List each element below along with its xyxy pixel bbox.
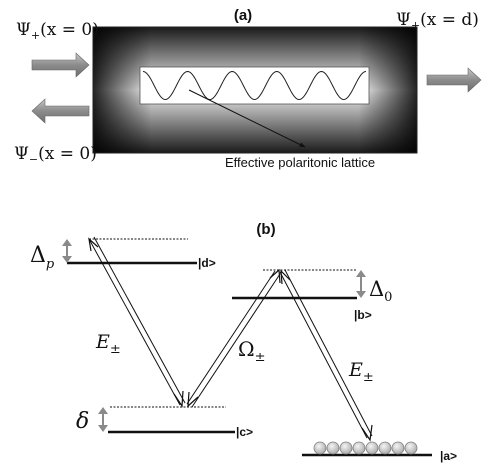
lattice-label: Effective polaritonic lattice [225,155,375,170]
transition-b-a-arrow [279,269,373,442]
delta-p-label: Δp [30,243,55,272]
delta-small-arrow [98,407,108,432]
ground-state-atoms [313,441,418,455]
level-a-label: |a> [440,449,457,463]
psi-plus-out-label: Ψ+(x = d) [396,10,479,32]
level-c-label: |c> [236,425,253,439]
lattice-window [139,66,370,105]
reflected-arrow [31,98,90,124]
transmitted-arrow [426,67,482,93]
atom [378,441,392,455]
atom [404,441,418,455]
delta-0-label: Δ0 [369,277,392,305]
delta-0-arrow [356,270,366,298]
e-right-label: E± [348,359,374,385]
transition-d-c-arrow [88,236,186,408]
delta-small-label: δ [76,409,89,434]
psi-plus-in-label: Ψ+(x = 0) [16,20,99,42]
input-arrow [31,52,90,78]
e-left-label: E± [95,331,121,357]
atom [339,441,353,455]
level-d-label: |d> [198,256,216,270]
lattice-wave [142,70,367,101]
atom [313,441,327,455]
level-b-label: |b> [354,308,372,322]
psi-minus-in-label: Ψ−(x = 0) [14,144,97,166]
transition-c-b-arrow [186,268,281,408]
lattice-pointer-arrow [188,89,306,148]
atom [365,441,379,455]
atom [352,441,366,455]
omega-label: Ω± [238,337,266,365]
delta-p-arrow [62,239,72,263]
panel-a-label: (a) [234,7,252,24]
atom [326,441,340,455]
atom [391,441,405,455]
panel-b-label: (b) [256,221,275,238]
